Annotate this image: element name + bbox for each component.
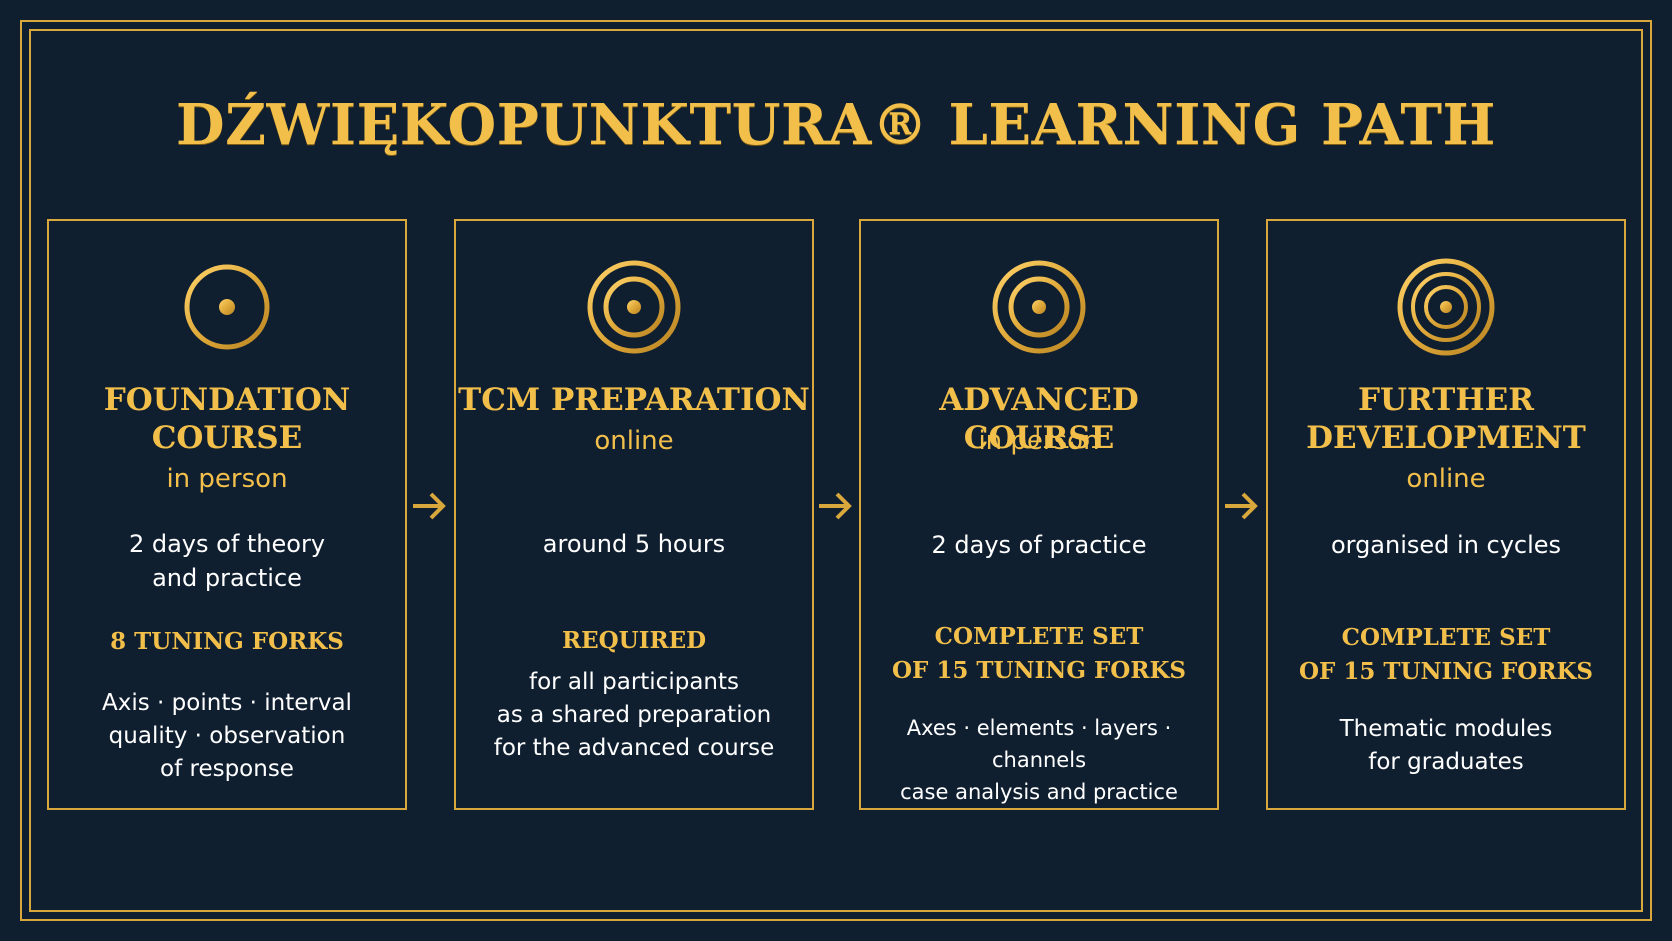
- stage-mode: online: [594, 426, 674, 456]
- target-1-ring-icon: [169, 249, 285, 365]
- target-2-rings-icon: [576, 249, 692, 365]
- stage-duration: 2 days of practice: [931, 531, 1147, 559]
- outer-border: [20, 20, 1652, 921]
- stage-duration: organised in cycles: [1330, 531, 1562, 559]
- stage-tag: COMPLETE SET OF 15 TUNING FORKS: [891, 623, 1187, 684]
- stage-mode: online: [1406, 464, 1486, 494]
- stage-duration: 2 days of theory and practice: [128, 530, 326, 592]
- stage-description: Axes · elements · layers · channels case…: [900, 716, 1178, 804]
- page-title: DŹWIĘKOPUNKTURA® LEARNING PATH: [176, 92, 1496, 158]
- stage-heading: FOUNDATION COURSE: [103, 382, 351, 456]
- stage-description: Thematic modules for graduates: [1339, 716, 1553, 775]
- stage-card-tcm-preparation: TCM PREPARATION online around 5 hours RE…: [454, 219, 814, 810]
- stage-heading: FURTHER DEVELOPMENT: [1306, 382, 1586, 456]
- stage-heading: ADVANCED COURSE: [939, 382, 1139, 456]
- stage-duration: around 5 hours: [542, 530, 726, 558]
- arrow-right-icon: [409, 486, 449, 526]
- stage-description: Axis · points · interval quality · obser…: [102, 690, 352, 782]
- stage-card-further-development: FURTHER DEVELOPMENT online organised in …: [1266, 219, 1626, 810]
- stage-card-foundation: FOUNDATION COURSE in person 2 days of th…: [47, 219, 407, 810]
- stage-tag: COMPLETE SET OF 15 TUNING FORKS: [1298, 624, 1594, 685]
- stage-card-advanced-course: ADVANCED COURSE in person 2 days of prac…: [859, 219, 1219, 810]
- stage-mode: in person: [978, 426, 1100, 456]
- arrow-right-icon: [1221, 486, 1261, 526]
- stage-tag: 8 TUNING FORKS: [110, 628, 344, 655]
- stage-mode: in person: [166, 464, 288, 494]
- target-3-rings-icon: [1388, 249, 1504, 365]
- target-2-rings-icon: [981, 249, 1097, 365]
- stage-heading: TCM PREPARATION: [458, 382, 810, 418]
- arrow-right-icon: [815, 486, 855, 526]
- inner-border: [29, 29, 1643, 912]
- stage-tag: REQUIRED: [561, 627, 707, 654]
- stage-description: for all participants as a shared prepara…: [493, 669, 775, 761]
